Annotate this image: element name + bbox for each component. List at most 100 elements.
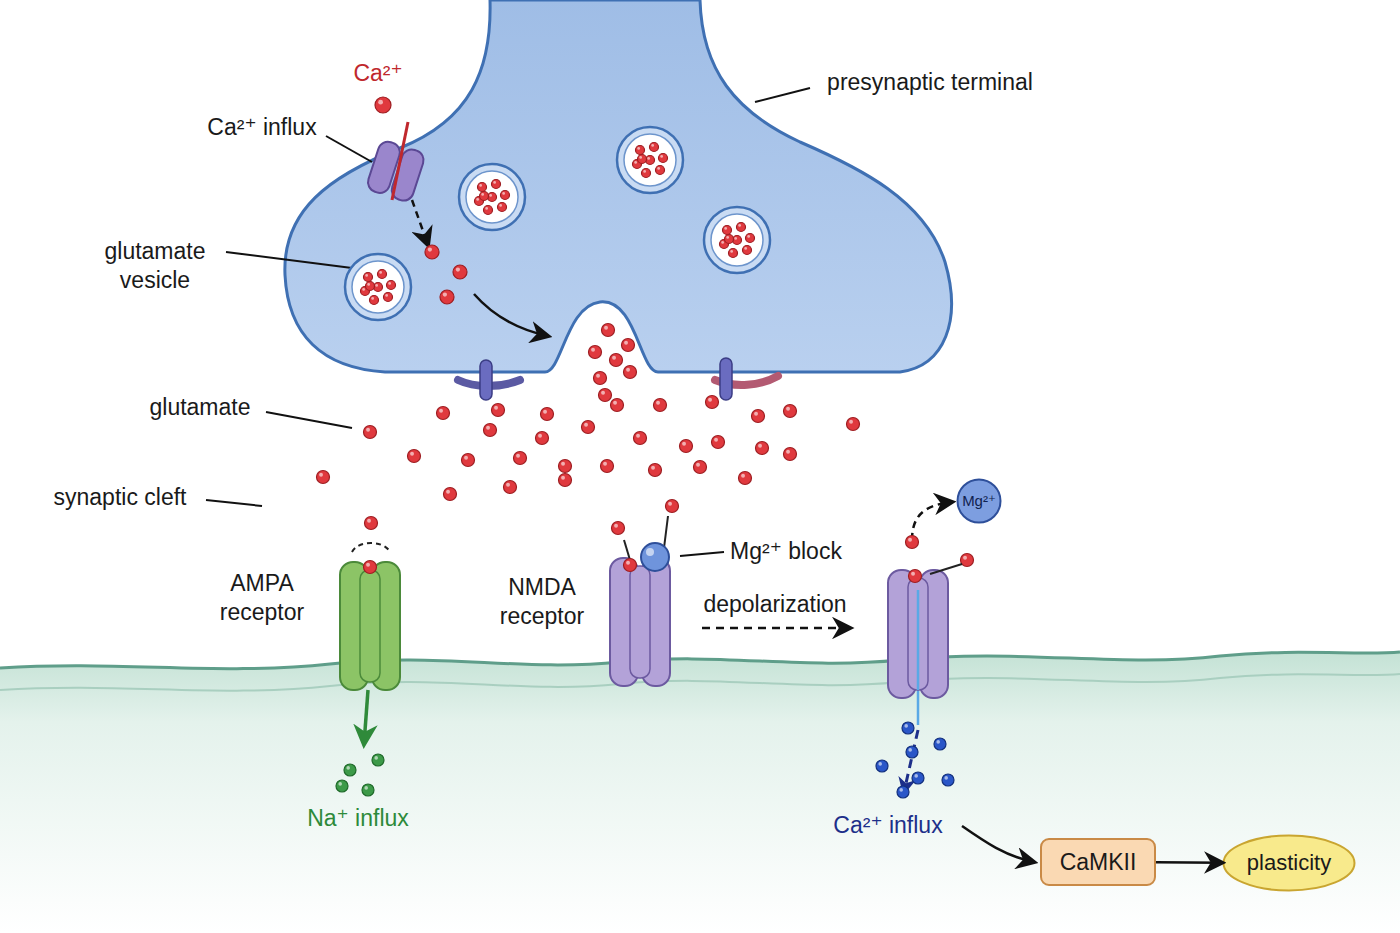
glutamate-dot-highlight — [637, 147, 640, 150]
docking-protein — [720, 358, 732, 400]
glutamate-dot — [378, 270, 387, 279]
glutamate-dot-highlight — [485, 207, 488, 210]
glutamate-molecule-highlight — [601, 391, 605, 395]
glutamate-dot-highlight — [651, 144, 654, 147]
glutamate-molecule — [601, 460, 614, 473]
calcium-ion — [375, 97, 391, 113]
calcium-ion — [912, 772, 924, 784]
glutamate-molecule-highlight — [367, 519, 371, 523]
process-label: depolarization — [690, 590, 860, 619]
node-text: Mg²⁺ — [962, 492, 996, 510]
sodium-arrow — [364, 690, 368, 744]
calcium-ion-highlight — [908, 748, 912, 752]
open-pore — [917, 590, 920, 690]
glutamate-molecule — [694, 461, 707, 474]
glutamate-molecule-highlight — [613, 401, 617, 405]
glutamate-molecule — [582, 421, 595, 434]
glutamate-dot-highlight — [499, 204, 502, 207]
glutamate-molecule-highlight — [410, 452, 414, 456]
glutamate-molecule — [622, 339, 635, 352]
glutamate-molecule-highlight — [758, 444, 762, 448]
glutamate-molecule-highlight — [516, 454, 520, 458]
magnesium-highlight — [646, 548, 654, 556]
glutamate-molecule-highlight — [651, 466, 655, 470]
glutamate-molecule-highlight — [494, 406, 498, 410]
glutamate-dot-highlight — [375, 284, 378, 287]
glutamate-dot — [638, 155, 647, 164]
glutamate-molecule-highlight — [561, 476, 565, 480]
glutamate-dot — [650, 143, 659, 152]
glutamate-dot — [656, 166, 665, 175]
glutamate-molecule-highlight — [708, 398, 712, 402]
glutamate-dot-highlight — [362, 288, 365, 291]
glutamate-dot-highlight — [730, 250, 733, 253]
glutamate-dot — [659, 154, 668, 163]
ampa-receptor-subunit — [360, 570, 380, 682]
node-text: plasticity — [1247, 850, 1331, 876]
glutamate-dot — [484, 206, 493, 215]
calcium-ion-highlight — [899, 788, 903, 792]
glutamate-dot — [723, 226, 732, 235]
glutamate-molecule-highlight — [786, 407, 790, 411]
sodium-ion — [362, 784, 374, 796]
glutamate-molecule — [666, 500, 679, 513]
calcium-ion-highlight — [914, 774, 918, 778]
glutamate-molecule-highlight — [446, 490, 450, 494]
calcium-ion — [906, 746, 918, 758]
sodium-ion — [372, 754, 384, 766]
ampa-receptor — [340, 562, 400, 690]
calcium-ion-highlight — [443, 292, 447, 296]
glutamate-vesicle — [617, 127, 683, 193]
binding-line — [664, 516, 668, 548]
glutamate-dot-highlight — [493, 181, 496, 184]
glutamate-dot — [498, 203, 507, 212]
calcium-ion — [876, 760, 888, 772]
ion-circle: Mg²⁺ — [956, 478, 1002, 524]
glutamate-molecule-highlight — [849, 420, 853, 424]
postsynaptic-membrane-inner — [0, 674, 1400, 691]
calcium-arrow — [412, 200, 428, 245]
nmda-receptor-subunit — [630, 566, 650, 678]
glutamate-molecule-highlight — [624, 341, 628, 345]
glutamate-dot — [366, 282, 375, 291]
glutamate-molecule-highlight — [626, 561, 630, 565]
docking-protein — [480, 360, 492, 400]
glutamate-molecule — [559, 474, 572, 487]
nmda-receptor-open — [888, 570, 948, 698]
glutamate-molecule-highlight — [668, 502, 672, 506]
glutamate-molecule — [444, 488, 457, 501]
glutamate-vesicle — [704, 207, 770, 273]
ion-label: Ca²⁺ — [338, 59, 418, 88]
glutamate-molecule — [906, 536, 919, 549]
leader-line — [266, 412, 352, 428]
glutamate-molecule — [492, 404, 505, 417]
calcium-ion-highlight — [878, 762, 882, 766]
glutamate-molecule-highlight — [786, 450, 790, 454]
nmda-receptor — [610, 558, 670, 686]
glutamate-molecule-highlight — [963, 556, 967, 560]
glutamate-molecule-highlight — [538, 434, 542, 438]
calcium-channel — [365, 139, 426, 203]
postsynaptic-cell — [0, 652, 1400, 933]
glutamate-dot — [743, 246, 752, 255]
vesicle-lumen — [624, 134, 676, 186]
glutamate-molecule-highlight — [464, 456, 468, 460]
glutamate-dot-highlight — [367, 283, 370, 286]
glutamate-molecule — [514, 452, 527, 465]
calcium-ion — [902, 722, 914, 734]
magnesium-block — [641, 543, 669, 571]
glutamate-molecule-highlight — [486, 426, 490, 430]
glutamate-molecule-highlight — [682, 442, 686, 446]
ion-circle-shape — [958, 480, 1001, 523]
glutamate-dot-highlight — [489, 194, 492, 197]
binding-site — [352, 543, 390, 552]
glutamate-dot-highlight — [388, 282, 391, 285]
glutamate-dot — [364, 273, 373, 282]
vesicle-lumen — [711, 214, 763, 266]
outcome-ellipse-shape — [1224, 836, 1355, 891]
ion-label: Ca²⁺ influx — [813, 811, 963, 840]
glutamate-molecule — [624, 366, 637, 379]
calcium-ion — [440, 290, 454, 304]
calcium-ion-highlight — [378, 100, 383, 105]
